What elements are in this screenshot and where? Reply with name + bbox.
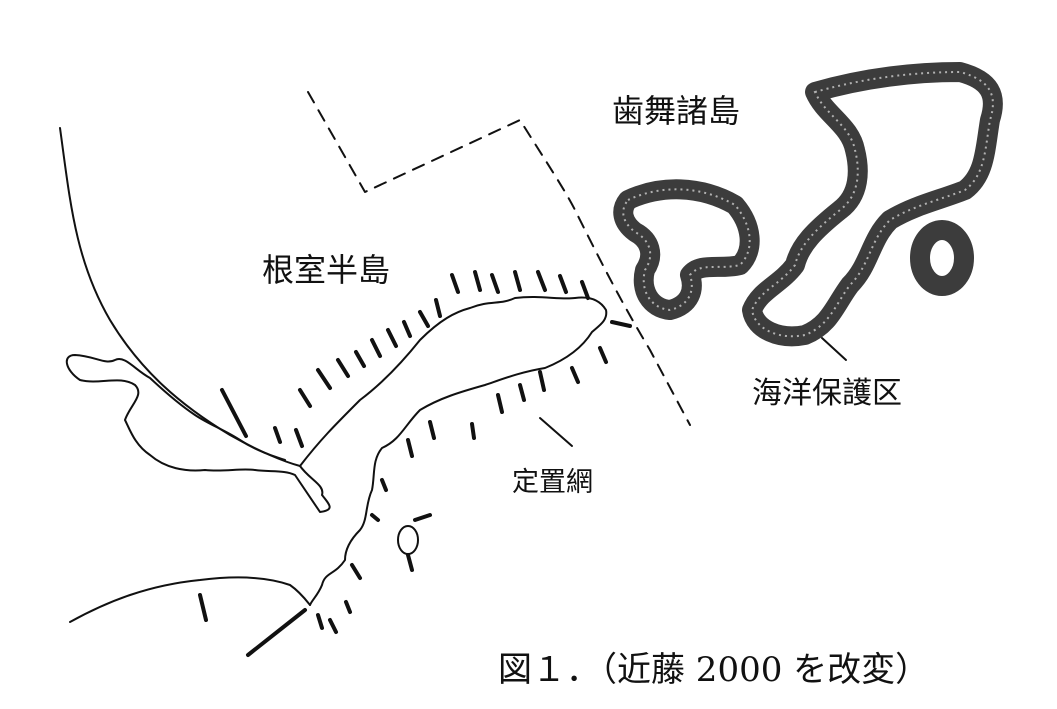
set-net-mark xyxy=(336,358,350,378)
set-net-mark xyxy=(386,328,398,348)
set-net-mark xyxy=(402,320,412,338)
set-net-mark xyxy=(316,613,324,630)
set-net-mark xyxy=(536,270,547,292)
set-net-mark xyxy=(406,438,414,458)
set-net-mark xyxy=(518,383,526,402)
label-nemuro-peninsula: 根室半島 xyxy=(262,251,391,289)
leader-line-mpa xyxy=(821,337,847,361)
set-net-mark xyxy=(316,368,332,390)
set-net-mark xyxy=(538,370,546,392)
set-net-mark xyxy=(413,513,432,522)
set-net-mark xyxy=(350,563,362,580)
set-net-mark xyxy=(580,280,590,300)
set-net-mark xyxy=(496,393,504,414)
lagoon-coast xyxy=(65,354,331,513)
set-net-mark xyxy=(273,426,282,444)
set-net-mark xyxy=(406,553,414,572)
set-net-mark xyxy=(370,513,380,522)
set-net-mark xyxy=(220,388,248,438)
set-net-mark xyxy=(570,366,580,384)
set-net-mark xyxy=(246,608,307,657)
set-net-mark xyxy=(328,618,338,634)
set-net-mark xyxy=(434,298,442,318)
set-net-mark xyxy=(370,338,382,358)
peninsula-coast xyxy=(299,296,608,606)
set-net-mark xyxy=(198,593,208,622)
label-habomai-islands: 歯舞諸島 xyxy=(612,92,741,130)
set-net-mark xyxy=(473,270,482,292)
set-net-mark xyxy=(558,274,568,294)
leader-line-set-net xyxy=(539,417,573,447)
set-net-mark xyxy=(470,422,476,440)
coastline-west xyxy=(59,127,301,467)
set-net-mark xyxy=(428,420,436,440)
set-net-mark xyxy=(450,273,460,294)
label-set-net: 定置網 xyxy=(512,467,593,498)
set-net-mark xyxy=(298,388,312,408)
set-net-mark xyxy=(380,478,388,492)
coastline-south xyxy=(69,576,311,623)
small-island xyxy=(397,525,419,555)
set-net-mark xyxy=(294,428,304,448)
figure-caption: 図１．（近藤 2000 を改変） xyxy=(498,650,930,690)
set-net-mark xyxy=(513,270,522,292)
set-net-mark xyxy=(598,346,608,364)
set-net-mark xyxy=(490,273,500,294)
set-net-mark xyxy=(610,320,632,328)
set-net-mark xyxy=(354,350,366,368)
label-marine-protected-area: 海洋保護区 xyxy=(752,376,902,411)
set-net-mark xyxy=(418,310,430,328)
set-net-mark xyxy=(344,600,352,614)
boundary-line xyxy=(307,91,691,426)
